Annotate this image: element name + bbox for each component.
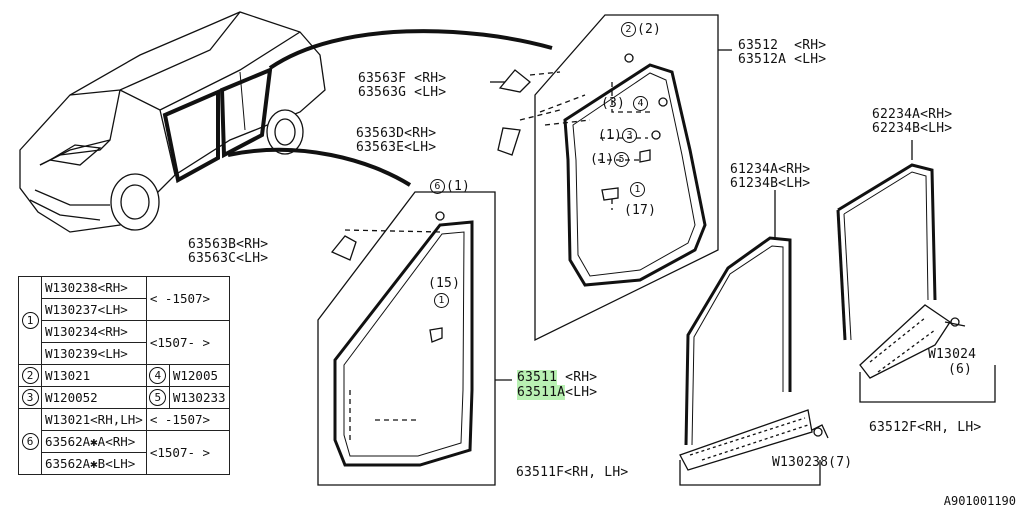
- legend-num-1: 1: [18, 276, 42, 365]
- legend-cell: W130234<RH>: [41, 320, 147, 343]
- label-63512a: 63512A <LH>: [738, 52, 827, 67]
- callout-2: 2(2): [621, 22, 661, 37]
- callout-1-front-qty: (15): [428, 276, 461, 291]
- figure-code: A901001190: [943, 494, 1016, 508]
- label-63563c: 63563C<LH>: [188, 251, 269, 266]
- legend-num-2: 2: [18, 364, 42, 387]
- label-61234a: 61234A<RH>: [730, 162, 811, 177]
- callout-5: (1)5: [590, 152, 630, 167]
- legend-num-3: 3: [18, 386, 42, 409]
- label-63563d: 63563D<RH>: [356, 126, 437, 141]
- label-63563f: 63563F <RH>: [358, 71, 447, 86]
- legend-cell: W130233: [168, 386, 230, 409]
- label-w13024-qty: (6): [948, 362, 973, 377]
- label-63511: 63511 <RH>: [517, 370, 598, 385]
- rear-glass-run: [836, 163, 937, 341]
- legend-cell: 63562A✱A<RH>: [41, 430, 147, 453]
- label-63563b: 63563B<RH>: [188, 237, 269, 252]
- label-w130238: W130238(7): [772, 455, 853, 470]
- parts-legend-table: 1 W130238<RH> < -1507> W130237<LH> W1302…: [18, 276, 230, 475]
- label-61234b: 61234B<LH>: [730, 176, 811, 191]
- label-w13024: W13024: [928, 347, 977, 362]
- clip-icon: [601, 53, 668, 201]
- rear-door-weatherstrip: [563, 63, 707, 287]
- label-62234a: 62234A<RH>: [872, 107, 953, 122]
- legend-num-5: 5: [145, 386, 170, 409]
- label-63512: 63512 <RH>: [738, 38, 827, 53]
- legend-cell: W13021<RH,LH>: [41, 408, 147, 431]
- legend-range: < -1507>: [145, 408, 230, 431]
- legend-cell: W120052: [41, 386, 147, 409]
- legend-range: < -1507>: [145, 276, 230, 321]
- legend-range: <1507- >: [145, 320, 230, 365]
- car-illustration: [19, 11, 326, 233]
- legend-cell: W12005: [168, 364, 230, 387]
- label-63563e: 63563E<LH>: [356, 140, 437, 155]
- label-63512f: 63512F<RH, LH>: [869, 420, 982, 435]
- legend-num-4: 4: [145, 364, 170, 387]
- callout-3: (1)3: [598, 128, 638, 143]
- legend-cell: W130237<LH>: [41, 298, 147, 321]
- legend-cell: W13021: [41, 364, 147, 387]
- callout-1-rear: 1: [630, 182, 646, 197]
- callout-6: 6(1): [430, 179, 470, 194]
- callout-1-front: 1: [434, 293, 450, 308]
- legend-cell: W130239<LH>: [41, 342, 147, 365]
- front-door-panel: [317, 191, 496, 486]
- rear-door-panel: [534, 14, 719, 342]
- legend-cell: W130238<RH>: [41, 276, 147, 299]
- legend-num-6: 6: [18, 408, 42, 475]
- bracket-63563d: [497, 127, 521, 156]
- bracket-63563b: [330, 235, 357, 261]
- label-63511a: 63511A<LH>: [517, 385, 598, 400]
- front-sill-cover: [679, 409, 813, 471]
- label-62234b: 62234B<LH>: [872, 121, 953, 136]
- legend-cell: 63562A✱B<LH>: [41, 452, 147, 475]
- label-63563g: 63563G <LH>: [358, 85, 447, 100]
- callout-4: (3) 4: [601, 96, 649, 111]
- front-glass-run: [684, 236, 792, 446]
- legend-range: <1507- >: [145, 430, 230, 475]
- bracket-63563f: [498, 69, 531, 93]
- front-door-weatherstrip: [333, 220, 474, 467]
- label-63511f: 63511F<RH, LH>: [516, 465, 629, 480]
- rear-sill-cover: [859, 304, 951, 379]
- callout-1-rear-qty: (17): [624, 203, 657, 218]
